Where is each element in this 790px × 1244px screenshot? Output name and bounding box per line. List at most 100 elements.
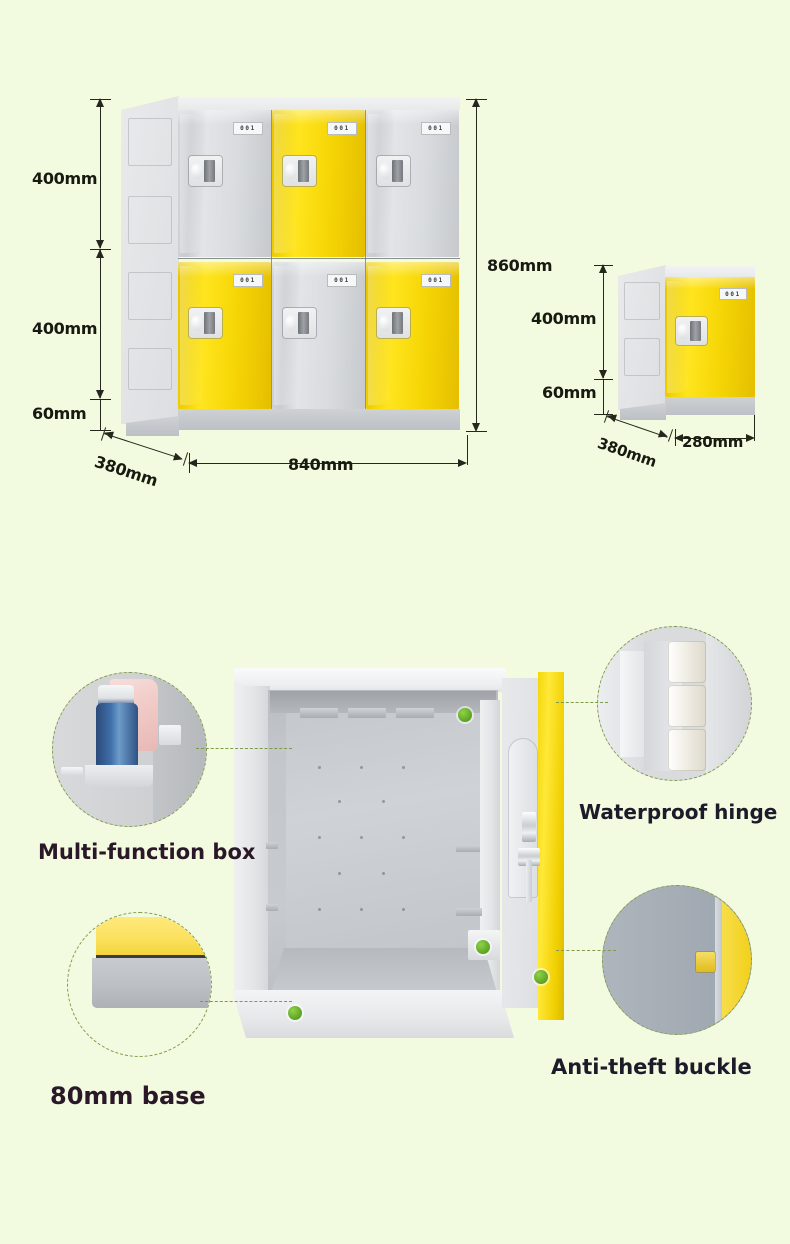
- dim-tick: [466, 99, 487, 100]
- locker-door[interactable]: 001: [178, 262, 271, 409]
- door-number-plate: 001: [233, 122, 263, 135]
- dim-label-width: 840mm: [288, 455, 354, 474]
- hero-vent-bump: [348, 708, 386, 718]
- hero-right-inner-wall: [480, 700, 500, 990]
- hero-panel-dot: [360, 836, 363, 839]
- dim-label-base-height: 60mm: [32, 404, 87, 423]
- handle-slot: [298, 160, 310, 182]
- locker-door[interactable]: 001: [272, 110, 365, 257]
- hero-panel-dot: [318, 766, 321, 769]
- dim-line-depth-380: [103, 433, 184, 460]
- base-grey-plinth: [92, 958, 211, 1008]
- door-number-plate: 001: [327, 274, 357, 287]
- handle-slot: [690, 320, 701, 342]
- hero-panel-dot: [318, 836, 321, 839]
- hero-left-wall: [234, 686, 270, 998]
- hero-panel-dot: [402, 908, 405, 911]
- handle-knob: [190, 162, 203, 180]
- hero-panel-dot: [382, 800, 385, 803]
- hero-accessory-rail: [456, 908, 482, 916]
- dim-tick: [466, 431, 487, 432]
- feature-circle-multi-function-box: [52, 672, 207, 827]
- dim-arrow-down: [599, 370, 607, 379]
- door-handle[interactable]: [189, 308, 222, 338]
- door-handle[interactable]: [189, 156, 222, 186]
- dim-label-upper-height: 400mm: [32, 169, 98, 188]
- locker-top-cap: [665, 266, 755, 277]
- hero-panel-dot: [382, 872, 385, 875]
- door-number-plate: 001: [421, 122, 451, 135]
- hinge-roller: [668, 641, 706, 683]
- feature-dot-80mm-base[interactable]: [288, 1006, 302, 1020]
- door-handle[interactable]: [377, 308, 410, 338]
- door-handle[interactable]: [283, 308, 316, 338]
- hero-vent-bump: [300, 708, 338, 718]
- dim-arrow-up: [96, 249, 104, 258]
- dim-tick: [90, 99, 111, 100]
- hero-panel-dot: [360, 908, 363, 911]
- side-panel-emboss: [128, 118, 172, 166]
- dim-arrow-up: [599, 264, 607, 273]
- hero-accessory-rail: [266, 904, 278, 911]
- handle-knob: [677, 323, 690, 339]
- handle-knob: [284, 162, 297, 180]
- hinge-roller: [668, 685, 706, 727]
- column-divider: [365, 110, 366, 410]
- door-number-plate: 001: [327, 122, 357, 135]
- hero-panel-dot: [338, 872, 341, 875]
- dim-tick: [90, 399, 111, 400]
- hero-panel-dot: [318, 908, 321, 911]
- door-handle[interactable]: [283, 156, 316, 186]
- dim-line-width-840: [190, 463, 465, 464]
- dim-line-upper-400: [100, 100, 101, 248]
- feature-dot-multi-function-box[interactable]: [476, 940, 490, 954]
- door-highlight: [272, 110, 365, 125]
- door-number-plate: 001: [421, 274, 451, 287]
- hero-door-latch[interactable]: [522, 812, 536, 842]
- base-seam-line: [96, 955, 211, 958]
- connector-anti-theft-buckle: [556, 950, 616, 951]
- feature-label-waterproof-hinge: Waterproof hinge: [579, 800, 778, 824]
- dim-label-lower-height: 400mm: [32, 319, 98, 338]
- hero-interior-ceiling: [270, 691, 496, 713]
- locker-door[interactable]: 001: [665, 277, 755, 397]
- door-handle[interactable]: [676, 317, 707, 345]
- handle-slot: [204, 312, 216, 334]
- hero-door-lock-body[interactable]: [518, 848, 540, 866]
- feature-label-anti-theft-buckle: Anti-theft buckle: [551, 1055, 752, 1079]
- dim-arrow-up: [472, 98, 480, 107]
- dim-tick: [675, 429, 676, 446]
- hinge-bracket: [620, 651, 648, 757]
- dim-line-base-60: [603, 380, 604, 414]
- dim-arrow-up: [96, 98, 104, 107]
- handle-knob: [378, 314, 391, 332]
- mfb-clip: [159, 725, 181, 745]
- locker-door[interactable]: 001: [366, 110, 459, 257]
- handle-slot: [392, 312, 404, 334]
- feature-circle-waterproof-hinge: [597, 626, 752, 781]
- dim-tick: [467, 435, 468, 465]
- dim-line-width-280: [676, 438, 752, 439]
- locker-door[interactable]: 001: [366, 262, 459, 409]
- feature-dot-waterproof-hinge[interactable]: [458, 708, 472, 722]
- feature-label-multi-function-box: Multi-function box: [38, 840, 256, 864]
- locker-base-plinth: [178, 409, 460, 430]
- dim-tick: [189, 453, 190, 473]
- dim-label-base-height: 60mm: [542, 383, 597, 402]
- connector-waterproof-hinge: [556, 702, 608, 703]
- feature-label-80mm-base: 80mm base: [50, 1082, 206, 1110]
- dim-arrow-down: [96, 390, 104, 399]
- locker-side-panel: [618, 265, 666, 410]
- door-number-plate: 001: [719, 288, 747, 300]
- dim-line-base-60: [100, 400, 101, 431]
- handle-knob: [284, 314, 297, 332]
- locker-door[interactable]: 001: [178, 110, 271, 257]
- feature-dot-anti-theft-buckle[interactable]: [534, 970, 548, 984]
- door-handle[interactable]: [377, 156, 410, 186]
- door-highlight: [366, 262, 459, 277]
- locker-door[interactable]: 001: [272, 262, 365, 409]
- door-highlight: [272, 262, 365, 277]
- door-highlight: [178, 262, 271, 277]
- locker-top-cap: [178, 97, 460, 110]
